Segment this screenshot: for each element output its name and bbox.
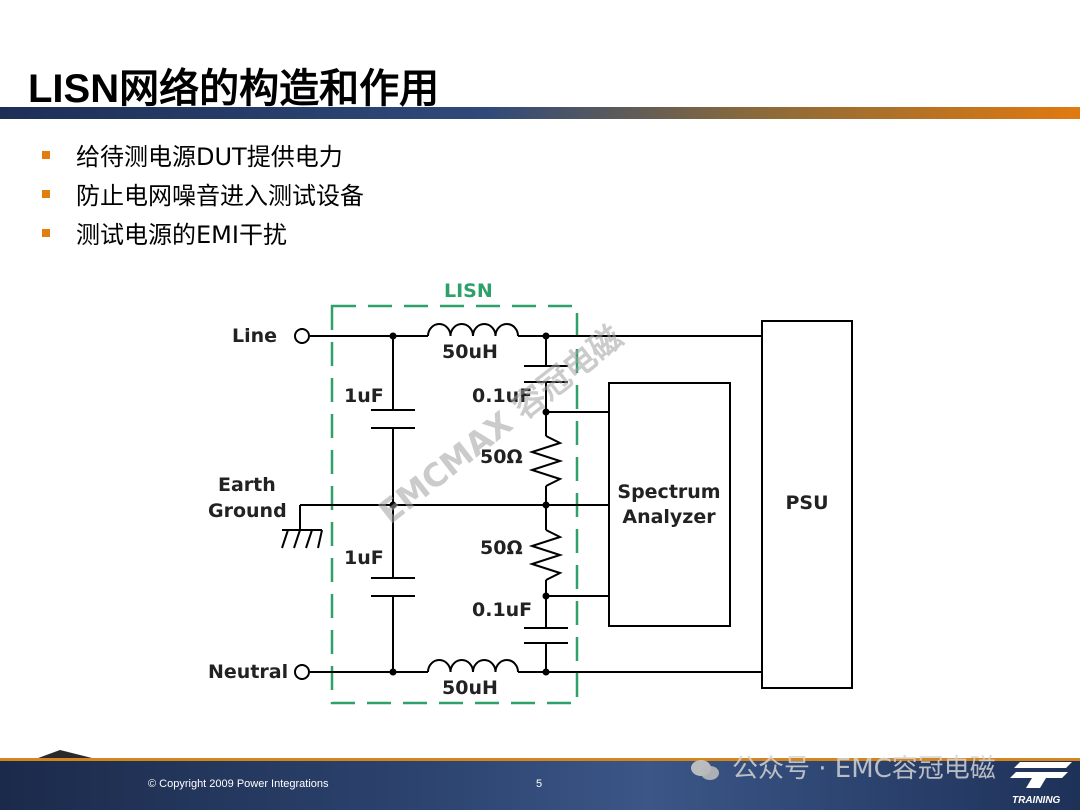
inductor-top-label: 50uH [442, 341, 498, 363]
earth-label: Earth [218, 474, 276, 496]
bullet-square-icon [42, 228, 50, 237]
psu-label: PSU [785, 492, 828, 514]
cap-right-top-label: 0.1uF [472, 385, 532, 407]
bullet-item: 给待测电源DUT提供电力 [42, 135, 364, 174]
inductor-top [427, 323, 519, 337]
footer-accent-stripe [0, 758, 1080, 761]
line-terminal [294, 328, 310, 344]
neutral-terminal [294, 664, 310, 680]
bullet-square-icon [42, 189, 50, 198]
resistor-bottom [528, 529, 564, 581]
page-title: LISN网络的构造和作用 [28, 67, 440, 111]
bullet-text: 给待测电源DUT提供电力 [76, 143, 343, 171]
bullet-item: 测试电源的EMI干扰 [42, 213, 364, 252]
bullet-list: 给待测电源DUT提供电力 防止电网噪音进入测试设备 测试电源的EMI干扰 [42, 135, 364, 252]
title-underline [0, 107, 1080, 119]
wechat-text: 公众号 · EMC容冠电磁 [732, 754, 996, 784]
analyzer-label-2: Analyzer [622, 506, 716, 528]
bullet-item: 防止电网噪音进入测试设备 [42, 174, 364, 213]
res-top-label: 50Ω [480, 446, 523, 468]
line-label: Line [232, 325, 277, 347]
copyright-text: © Copyright 2009 Power Integrations [148, 778, 329, 790]
lisn-label: LISN [444, 280, 493, 302]
wechat-watermark: 公众号 · EMC容冠电磁 [690, 748, 996, 785]
neutral-label: Neutral [208, 661, 288, 683]
inductor-bottom [427, 659, 519, 673]
page-number: 5 [536, 778, 543, 790]
analyzer-label-1: Spectrum [617, 481, 720, 503]
bullet-square-icon [42, 150, 50, 159]
inductor-bottom-label: 50uH [442, 677, 498, 699]
wechat-icon [691, 759, 719, 780]
resistor-top [528, 435, 564, 487]
ground-label: Ground [208, 500, 287, 522]
spectrum-analyzer-box [608, 382, 731, 627]
lisn-circuit-diagram: LISN Line Earth Ground Neutral 50uH 50uH… [208, 280, 853, 705]
cap-left-top-label: 1uF [344, 385, 384, 407]
bullet-text: 防止电网噪音进入测试设备 [76, 182, 364, 210]
cap-left-bottom-label: 1uF [344, 547, 384, 569]
res-bottom-label: 50Ω [480, 537, 523, 559]
watermark-text: EMCMAX 容冠电磁 [372, 318, 630, 531]
bullet-text: 测试电源的EMI干扰 [76, 221, 287, 249]
training-logo-icon [1010, 762, 1072, 788]
psu-box [761, 320, 853, 689]
training-logo-text: TRAINING [1012, 795, 1061, 806]
footer-bar: © Copyright 2009 Power Integrations 5 [0, 758, 1080, 810]
cap-right-bottom-label: 0.1uF [472, 599, 532, 621]
